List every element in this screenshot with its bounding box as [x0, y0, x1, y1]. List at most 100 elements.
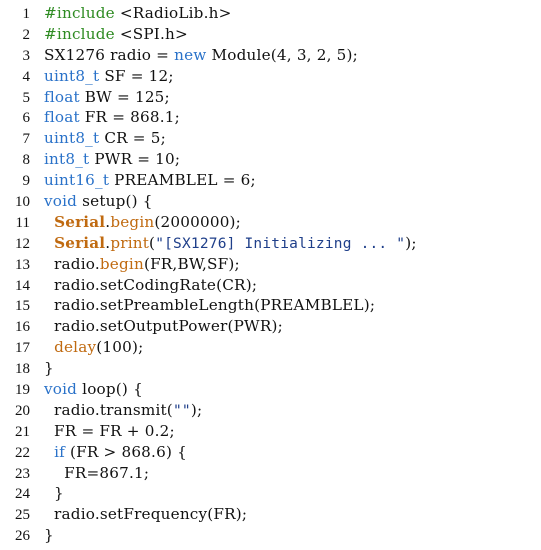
code-text: Serial.begin(2000000); — [44, 212, 241, 233]
code-token: (FR > 868.6) { — [64, 442, 187, 461]
line-number: 22 — [15, 444, 30, 461]
code-text: uint8_t CR = 5; — [44, 128, 166, 149]
code-token: . — [105, 212, 111, 231]
code-token: } — [44, 484, 64, 503]
code-token: begin — [110, 212, 155, 231]
code-token — [44, 443, 54, 461]
code-text: if (FR > 868.6) { — [44, 442, 187, 463]
line-number: 17 — [15, 340, 30, 357]
code-token: uint8_t — [44, 66, 100, 85]
code-token: radio. — [44, 254, 100, 273]
code-token: radio.transmit( — [44, 400, 173, 419]
code-token: <RadioLib.h> — [114, 4, 232, 22]
code-token: loop() { — [77, 380, 143, 399]
code-token: } — [44, 526, 54, 545]
line-number: 11 — [15, 214, 30, 231]
code-token: print — [110, 233, 150, 252]
line-number: 15 — [15, 298, 30, 315]
code-text: } — [44, 525, 54, 546]
line-number: 9 — [22, 173, 31, 190]
code-token: } — [44, 359, 54, 378]
code-line: 11 Serial.begin(2000000); — [0, 212, 541, 233]
code-token: (FR,BW,SF); — [143, 254, 240, 273]
code-token: (100); — [96, 338, 144, 357]
code-line: 22 if (FR > 868.6) { — [0, 442, 541, 463]
code-line: 12 Serial.print("[SX1276] Initializing .… — [0, 233, 541, 254]
code-token: int8_t — [44, 150, 90, 169]
code-token: Serial — [54, 212, 106, 231]
code-token: FR = 868.1; — [79, 108, 180, 127]
code-text: FR = FR + 0.2; — [44, 421, 175, 442]
code-text: uint16_t PREAMBLEL = 6; — [44, 170, 256, 191]
code-text: radio.setCodingRate(CR); — [44, 275, 257, 296]
code-token: setup() { — [77, 192, 153, 211]
code-text: uint8_t SF = 12; — [44, 66, 174, 87]
code-listing: 1#include <RadioLib.h>2#include <SPI.h>3… — [0, 3, 541, 546]
line-number: 16 — [15, 319, 30, 336]
line-number: 4 — [22, 68, 31, 85]
code-text: SX1276 radio = new Module(4, 3, 2, 5); — [44, 45, 358, 66]
code-line: 5 float BW = 125; — [0, 87, 541, 108]
line-number: 10 — [15, 194, 30, 211]
code-text: radio.setPreambleLength(PREAMBLEL); — [44, 295, 375, 316]
code-token: (2000000); — [154, 212, 241, 231]
code-token: radio.setCodingRate(CR); — [44, 275, 258, 294]
code-token: void — [44, 192, 78, 211]
code-token: ); — [190, 400, 203, 419]
code-token: Serial — [54, 233, 106, 252]
code-token: SX1276 radio = — [44, 45, 175, 64]
code-line: 8 int8_t PWR = 10; — [0, 149, 541, 170]
line-number: 14 — [15, 277, 30, 294]
code-text: radio.begin(FR,BW,SF); — [44, 254, 240, 275]
code-text: Serial.print("[SX1276] Initializing ... … — [44, 233, 417, 255]
code-text: } — [44, 358, 54, 379]
line-number: 6 — [22, 110, 31, 127]
code-token — [44, 213, 54, 231]
code-token — [44, 234, 54, 252]
code-token: float — [44, 108, 80, 127]
code-token: radio.setPreambleLength(PREAMBLEL); — [44, 296, 376, 315]
code-token: radio.setOutputPower(PWR); — [44, 317, 283, 336]
code-token: PREAMBLEL = 6; — [109, 171, 256, 190]
code-token: BW = 125; — [79, 87, 170, 106]
code-token: begin — [99, 254, 144, 273]
code-line: 14 radio.setCodingRate(CR); — [0, 275, 541, 296]
line-number: 18 — [15, 361, 30, 378]
line-number: 8 — [22, 152, 31, 169]
code-token: uint16_t — [44, 171, 110, 190]
code-token: new — [174, 45, 207, 64]
line-number: 5 — [22, 89, 31, 106]
code-line: 25 radio.setFrequency(FR); — [0, 504, 541, 525]
code-token: "" — [172, 402, 191, 419]
code-line: 4 uint8_t SF = 12; — [0, 66, 541, 87]
line-number: 1 — [22, 6, 31, 22]
code-line: 7 uint8_t CR = 5; — [0, 128, 541, 149]
code-line: 1 #include <RadioLib.h> — [0, 3, 541, 24]
code-token: #include — [44, 4, 115, 22]
code-token: FR=867.1; — [44, 463, 150, 482]
code-token: . — [105, 233, 111, 252]
code-text: FR=867.1; — [44, 463, 149, 484]
code-text: delay(100); — [44, 337, 143, 358]
code-token: FR = FR + 0.2; — [44, 421, 175, 440]
code-token: <SPI.h> — [114, 24, 188, 43]
line-number: 26 — [15, 528, 30, 545]
code-line: 23 FR=867.1; — [0, 463, 541, 484]
line-number: 24 — [15, 486, 30, 503]
line-number: 20 — [15, 402, 30, 419]
code-text: int8_t PWR = 10; — [44, 149, 180, 170]
code-token: uint8_t — [44, 129, 100, 148]
code-text: float BW = 125; — [44, 87, 170, 108]
code-token: delay — [54, 338, 97, 357]
code-text: radio.setFrequency(FR); — [44, 504, 247, 525]
code-text: float FR = 868.1; — [44, 107, 180, 128]
line-number: 12 — [15, 235, 30, 252]
code-token: ); — [405, 233, 417, 252]
line-number: 7 — [22, 131, 31, 148]
code-line: 10 void setup() { — [0, 191, 541, 212]
code-token: float — [44, 87, 80, 106]
code-token: Module(4, 3, 2, 5); — [206, 45, 358, 64]
code-token — [44, 338, 54, 356]
